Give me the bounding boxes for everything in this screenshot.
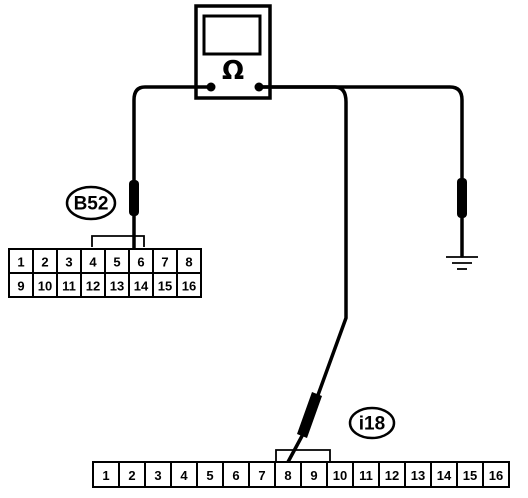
pin-cell <box>196 461 224 488</box>
pin-cell <box>482 461 510 488</box>
pin-number: 2 <box>41 255 48 270</box>
connector-label-b52: B52 <box>74 194 109 215</box>
pin-cell <box>80 272 106 298</box>
pin-number: 5 <box>206 468 213 483</box>
pin-number: 14 <box>437 468 452 483</box>
pin-number: 10 <box>38 279 52 294</box>
connector-tag-i18 <box>348 406 396 440</box>
pin-number: 14 <box>134 279 149 294</box>
pin-cell <box>104 272 130 298</box>
pin-number: 11 <box>62 279 76 294</box>
pin-number: 1 <box>102 468 109 483</box>
probe-ground <box>457 178 467 218</box>
pin-number: 11 <box>359 468 373 483</box>
pin-cell <box>144 461 172 488</box>
pin-number: 9 <box>17 279 24 294</box>
pin-number: 7 <box>161 255 168 270</box>
pin-number: 5 <box>113 255 120 270</box>
pin-cell <box>80 248 106 274</box>
pin-cell <box>222 461 250 488</box>
probe-i18 <box>297 392 322 438</box>
ohmmeter: Ω <box>194 4 272 100</box>
ground-icon <box>446 256 478 270</box>
pin-number: 1 <box>17 255 24 270</box>
pin-number: 13 <box>110 279 124 294</box>
pin-cell <box>128 248 154 274</box>
lead-to-i18 <box>257 85 348 464</box>
pin-cell <box>152 272 178 298</box>
pin-number: 13 <box>411 468 425 483</box>
pin-number: 12 <box>86 279 100 294</box>
connector-latch-b52 <box>91 235 145 247</box>
pin-number: 2 <box>128 468 135 483</box>
connector-tag-b52 <box>65 185 117 221</box>
pin-number: 7 <box>258 468 265 483</box>
pin-number: 3 <box>154 468 161 483</box>
ohm-symbol: Ω <box>222 56 244 86</box>
pin-number: 10 <box>333 468 347 483</box>
pin-number: 6 <box>232 468 239 483</box>
pin-number: 3 <box>65 255 72 270</box>
pin-number: 4 <box>180 468 188 483</box>
connector-label-i18: i18 <box>359 414 385 435</box>
connector-latch-i18 <box>275 449 331 462</box>
pin-cell <box>300 461 328 488</box>
pin-cell <box>92 461 120 488</box>
pin-number: 15 <box>158 279 172 294</box>
pin-cell <box>176 272 202 298</box>
pin-number: 4 <box>89 255 97 270</box>
meter-display <box>202 14 262 56</box>
pin-number: 15 <box>463 468 477 483</box>
pin-number: 16 <box>489 468 503 483</box>
pin-cell <box>326 461 354 488</box>
probe-b52 <box>129 180 139 216</box>
pin-number: 8 <box>284 468 291 483</box>
pin-number: 12 <box>385 468 399 483</box>
pin-number: 9 <box>310 468 317 483</box>
pin-number: 16 <box>182 279 196 294</box>
lead-to-ground <box>257 85 478 270</box>
pin-number: 8 <box>185 255 192 270</box>
pin-cell <box>118 461 146 488</box>
pin-cell <box>456 461 484 488</box>
pin-number: 6 <box>137 255 144 270</box>
